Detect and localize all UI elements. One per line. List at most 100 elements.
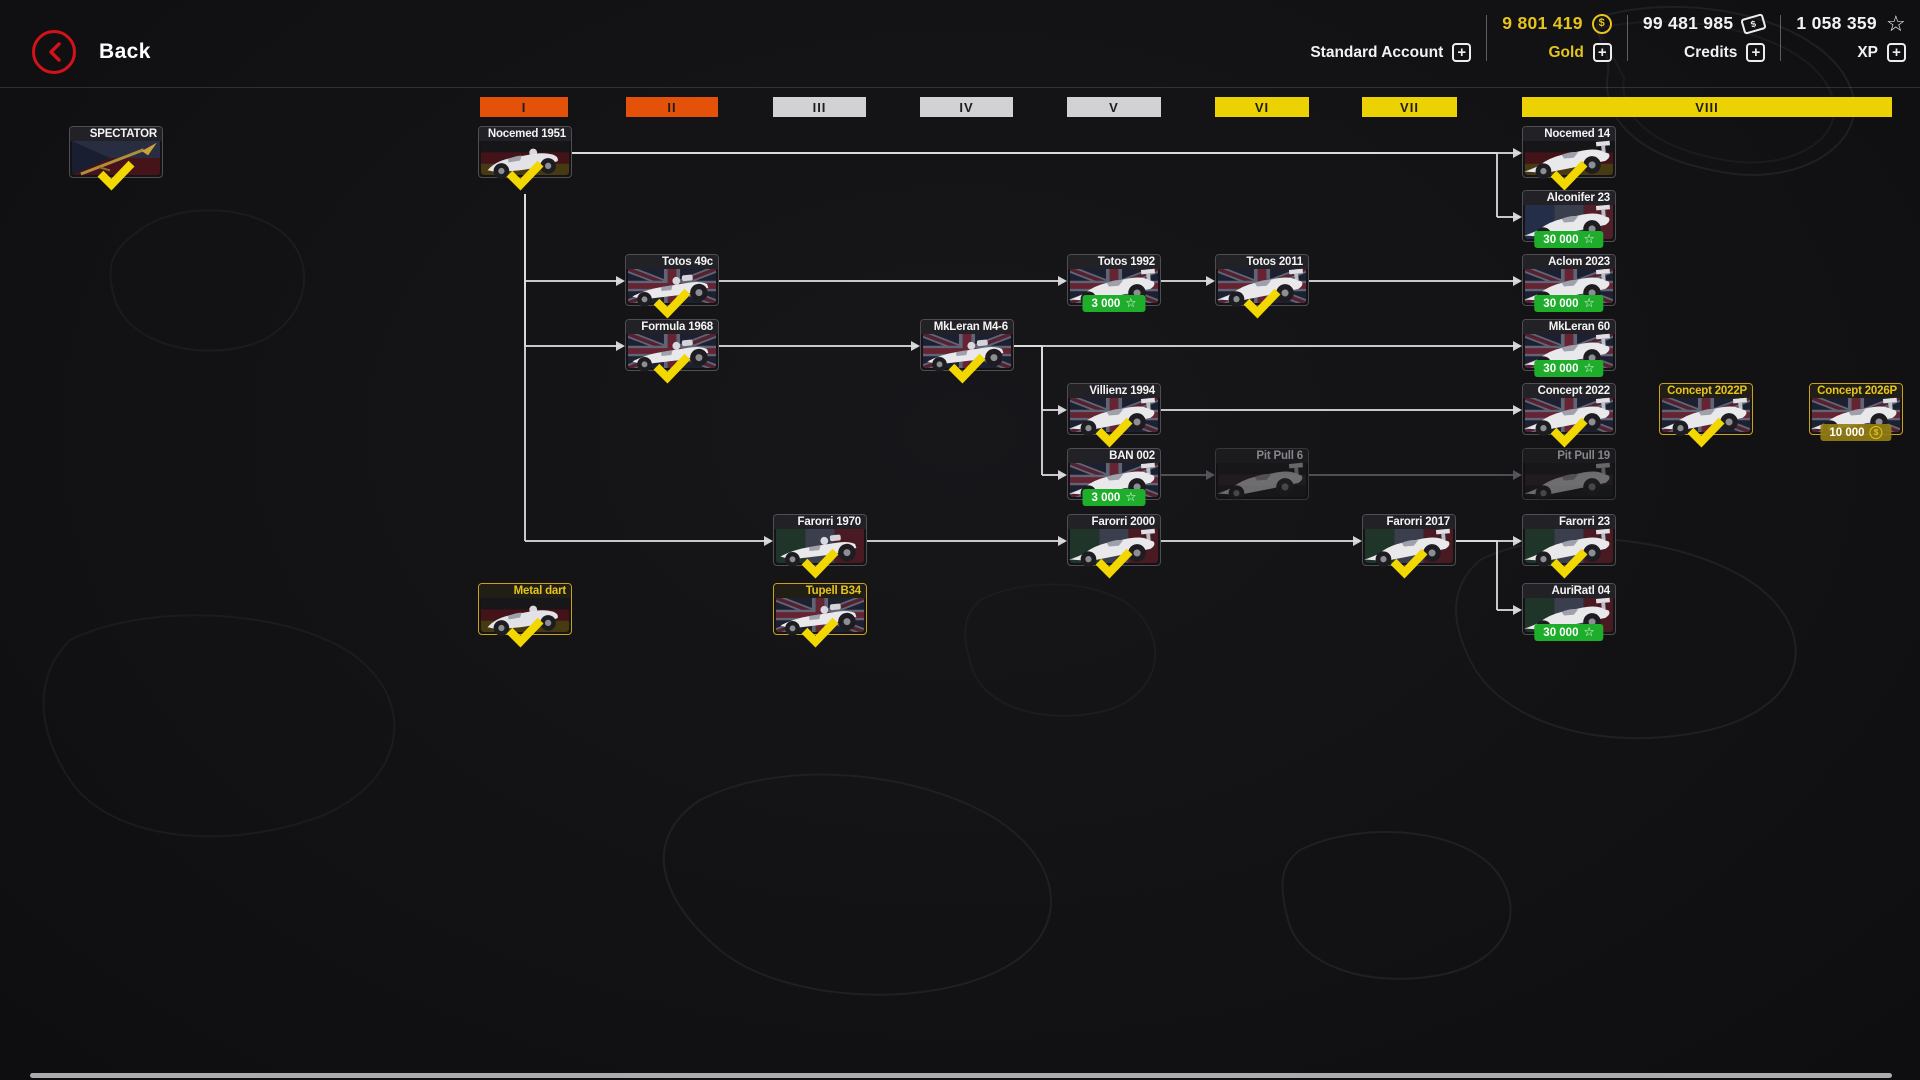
car-name: Alconifer 23	[1523, 191, 1615, 205]
star-icon: ☆	[1583, 232, 1595, 247]
car-card-villienz1994[interactable]: Villienz 1994	[1067, 383, 1161, 448]
xp-group: 1 058 359 ☆ XP +	[1796, 12, 1906, 63]
car-card-tupellb34[interactable]: Tupell B34	[773, 583, 867, 648]
car-card-auriratl04[interactable]: AuriRatl 04 30 000 ☆	[1522, 583, 1616, 641]
divider	[1626, 14, 1628, 61]
car-name: Farorri 2000	[1068, 515, 1160, 529]
car-card-metaldart[interactable]: Metal dart	[478, 583, 572, 648]
star-icon: ☆	[1583, 296, 1595, 311]
tier-header-iii: III	[773, 97, 866, 117]
car-card-totos2011[interactable]: Totos 2011	[1215, 254, 1309, 319]
car-card-concept2022p[interactable]: Concept 2022P	[1659, 383, 1753, 448]
owned-check-icon	[1550, 160, 1588, 191]
car-name: Tupell B34	[774, 584, 866, 598]
gold-add-button[interactable]: +	[1592, 43, 1612, 62]
horizontal-scrollbar[interactable]	[30, 1073, 1892, 1078]
car-card-nocemed14[interactable]: Nocemed 14	[1522, 126, 1616, 191]
car-card-alconifer23[interactable]: Alconifer 23 30 000 ☆	[1522, 190, 1616, 248]
car-name: Concept 2022P	[1660, 384, 1752, 398]
car-name: Farorri 1970	[774, 515, 866, 529]
tier-label: VII	[1400, 99, 1419, 115]
car-card-farorri1970[interactable]: Farorri 1970	[773, 514, 867, 579]
owned-check-icon	[506, 617, 544, 648]
car-card-farorri2000[interactable]: Farorri 2000	[1067, 514, 1161, 579]
tier-label: VI	[1254, 99, 1270, 115]
tier-header-ii: II	[626, 97, 718, 117]
star-icon: ☆	[1125, 490, 1137, 505]
price-value: 3 000	[1091, 491, 1121, 504]
car-card-farorri2017[interactable]: Farorri 2017	[1362, 514, 1456, 579]
tier-label: VIII	[1695, 99, 1719, 115]
credits-add-button[interactable]: +	[1746, 43, 1766, 62]
price-value: 10 000	[1829, 426, 1865, 439]
price-badge-credits: 30 000☆	[1534, 360, 1604, 377]
car-name: Farorri 23	[1523, 515, 1615, 529]
account-label: Standard Account	[1310, 43, 1444, 61]
xp-star-icon: ☆	[1885, 10, 1906, 36]
gold-value: 9 801 419	[1502, 13, 1583, 33]
car-card-totos49c[interactable]: Totos 49c	[625, 254, 719, 319]
car-card-spectator[interactable]: SPECTATOR	[69, 126, 163, 191]
gold-group: 9 801 419 $ Gold +	[1502, 12, 1612, 63]
car-name: AuriRatl 04	[1523, 584, 1615, 598]
account-group: Standard Account +	[1310, 12, 1472, 63]
car-card-formula1968[interactable]: Formula 1968	[625, 319, 719, 384]
car-name: MkLeran M4-6	[921, 320, 1013, 334]
owned-check-icon	[97, 160, 135, 191]
car-card-pitpull19[interactable]: Pit Pull 19	[1522, 448, 1616, 500]
car-card-pitpull6[interactable]: Pit Pull 6	[1215, 448, 1309, 500]
car-card-totos1992[interactable]: Totos 1992 3 000 ☆	[1067, 254, 1161, 312]
owned-check-icon	[506, 160, 544, 191]
tier-header-i: I	[480, 97, 568, 117]
car-card-ban002[interactable]: BAN 002 3 000 ☆	[1067, 448, 1161, 506]
tier-header-v: V	[1067, 97, 1161, 117]
car-card-mkleranm46[interactable]: MkLeran M4-6	[920, 319, 1014, 384]
owned-check-icon	[801, 617, 839, 648]
car-name: Concept 2026P	[1810, 384, 1902, 398]
tier-header-vi: VI	[1215, 97, 1309, 117]
owned-check-icon	[1550, 417, 1588, 448]
flag-czech	[72, 141, 160, 175]
car-name: BAN 002	[1068, 449, 1160, 463]
modern-car-graphic	[1215, 459, 1312, 505]
star-icon: ☆	[1125, 296, 1137, 311]
xp-add-button[interactable]: +	[1887, 43, 1906, 62]
car-card-concept2022[interactable]: Concept 2022	[1522, 383, 1616, 448]
back-button[interactable]: Back	[32, 30, 151, 74]
car-name: Concept 2022	[1523, 384, 1615, 398]
account-add-button[interactable]: +	[1452, 43, 1472, 62]
owned-check-icon	[1550, 548, 1588, 579]
car-name: Metal dart	[479, 584, 571, 598]
tier-header-viii: VIII	[1522, 97, 1892, 117]
car-name: Nocemed 1951	[479, 127, 571, 141]
divider	[1486, 14, 1488, 61]
car-name: Totos 49c	[626, 255, 718, 269]
price-value: 30 000	[1543, 626, 1579, 639]
credits-icon: $	[1740, 12, 1768, 35]
price-value: 30 000	[1543, 233, 1579, 246]
owned-check-icon	[653, 288, 691, 319]
tier-header-vii: VII	[1362, 97, 1457, 117]
star-icon: ☆	[1583, 625, 1595, 640]
car-name: Totos 1992	[1068, 255, 1160, 269]
owned-check-icon	[1095, 417, 1133, 448]
owned-check-icon	[653, 353, 691, 384]
car-name: Totos 2011	[1216, 255, 1308, 269]
owned-check-icon	[1095, 548, 1133, 579]
tier-label: V	[1109, 99, 1119, 115]
owned-check-icon	[1687, 417, 1725, 448]
credits-group: 99 481 985 $ Credits +	[1642, 12, 1768, 63]
credits-value: 99 481 985	[1642, 13, 1734, 33]
tier-label: III	[812, 99, 827, 115]
car-card-farorri23[interactable]: Farorri 23	[1522, 514, 1616, 579]
divider	[1780, 14, 1782, 61]
car-name: Villienz 1994	[1068, 384, 1160, 398]
price-badge-credits: 30 000 ☆	[1534, 624, 1604, 641]
car-card-nocemed1951[interactable]: Nocemed 1951	[478, 126, 572, 191]
car-name: Nocemed 14	[1523, 127, 1615, 141]
price-value: 3 000	[1091, 297, 1121, 310]
